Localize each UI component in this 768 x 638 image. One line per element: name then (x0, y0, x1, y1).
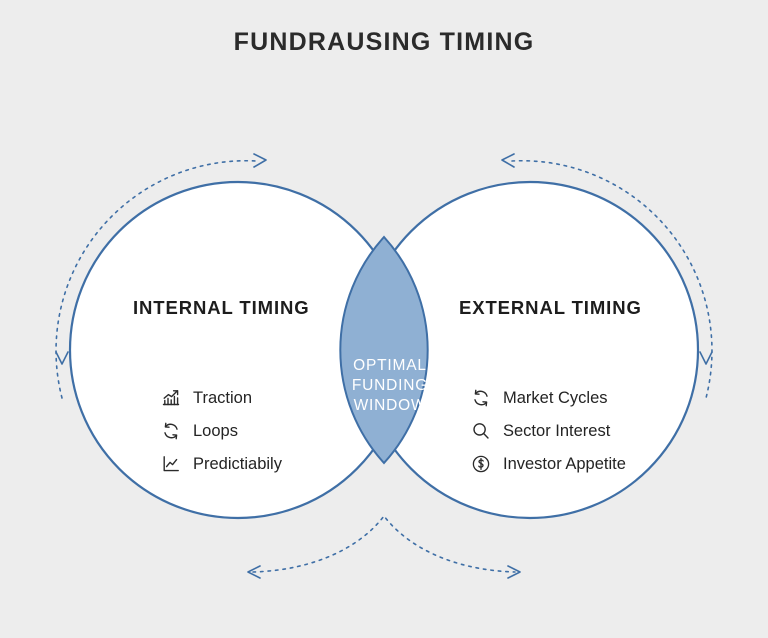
refresh-cycle-icon (160, 420, 182, 442)
list-item-label: Traction (193, 388, 252, 407)
refresh-cycle-icon (470, 387, 492, 409)
intersection-label-line-3: WINDOW (353, 397, 427, 414)
bottom-arc-annotation (247, 514, 521, 579)
right-outer-arc-annotation (501, 153, 713, 399)
intersection-label-line-1: OPTIMAL (353, 357, 427, 374)
bottom-arc-arrowhead-right (507, 565, 521, 579)
bar-chart-growth-icon (160, 387, 182, 409)
left-outer-arc-annotation (55, 153, 267, 399)
bottom-arc-arrowhead-left (247, 565, 261, 579)
left-circle-heading: INTERNAL TIMING (133, 297, 310, 318)
right-dotted-arc (511, 159, 713, 399)
right-circle-item-list: Market Cycles Sector Interest Investor A… (470, 387, 626, 475)
right-arc-arrowhead-left (501, 153, 515, 168)
list-item-label: Market Cycles (503, 388, 608, 407)
list-item-label: Loops (193, 421, 238, 440)
intersection-lens[interactable] (339, 235, 429, 465)
right-arc-arrowhead-down (699, 351, 713, 365)
left-dotted-arc (55, 159, 257, 399)
bottom-dotted-arc (252, 514, 516, 573)
list-item[interactable]: Loops (160, 420, 282, 442)
list-item[interactable]: Sector Interest (470, 420, 626, 442)
search-magnifier-icon (470, 420, 492, 442)
list-item-label: Sector Interest (503, 421, 611, 440)
left-circle-item-list: Traction Loops Predictiabily (160, 387, 282, 475)
line-chart-icon (160, 453, 182, 475)
list-item-label: Predictiabily (193, 454, 282, 473)
list-item-label: Investor Appetite (503, 454, 626, 473)
list-item[interactable]: Traction (160, 387, 282, 409)
list-item[interactable]: Predictiabily (160, 453, 282, 475)
list-item[interactable]: Market Cycles (470, 387, 626, 409)
left-arc-arrowhead-down (55, 351, 69, 365)
left-arc-arrowhead-right (253, 153, 267, 168)
page-title: FUNDRAUSING TIMING (233, 28, 535, 56)
intersection-label-line-2: FUNDING (351, 377, 429, 394)
dollar-circle-icon (470, 453, 492, 475)
intersection-label: OPTIMAL FUNDING WINDOW (336, 356, 444, 416)
list-item[interactable]: Investor Appetite (470, 453, 626, 475)
right-circle-heading: EXTERNAL TIMING (459, 297, 642, 318)
